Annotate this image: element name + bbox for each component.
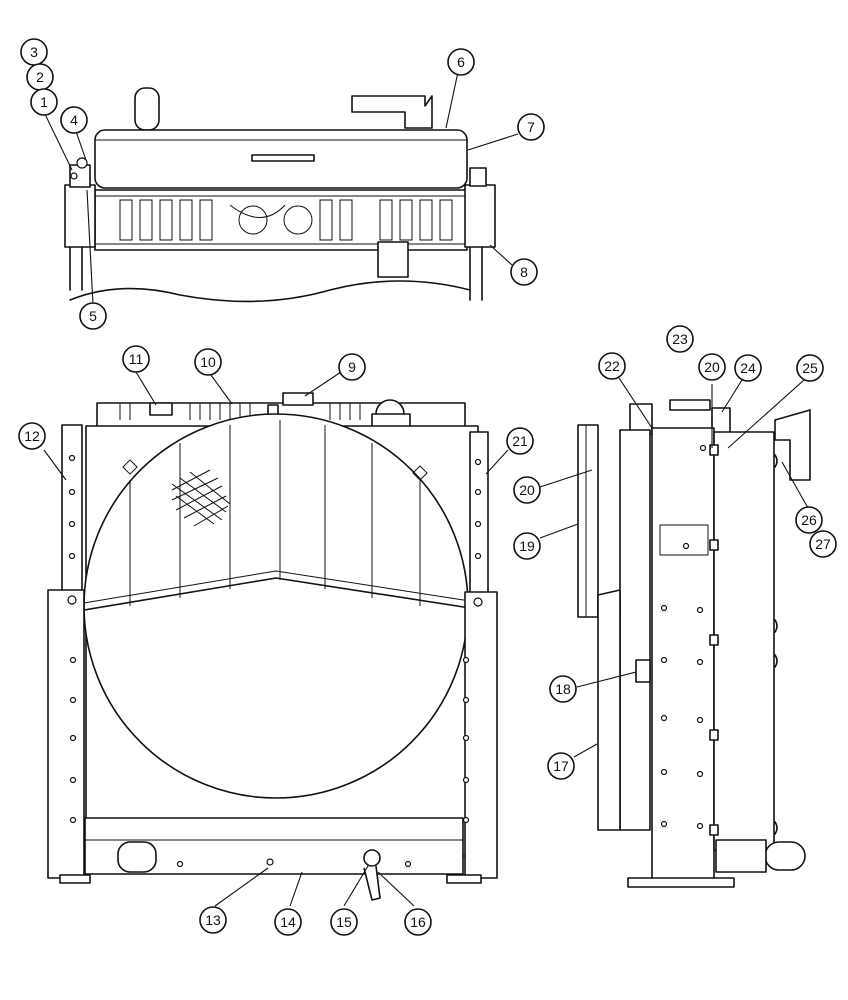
right-lower-rail xyxy=(464,591,498,879)
bottom-fitting xyxy=(266,858,274,866)
outlet-neck xyxy=(117,841,157,873)
svg-text:25: 25 xyxy=(802,360,818,376)
lower-shroud xyxy=(597,589,621,831)
side-fan-guard xyxy=(577,424,599,618)
radiator-core xyxy=(94,189,468,251)
callout-2: 2 xyxy=(26,63,54,91)
radiator-cap xyxy=(282,392,314,406)
side-cap xyxy=(669,399,711,411)
callout-18: 18 xyxy=(549,675,577,703)
svg-text:17: 17 xyxy=(553,758,569,774)
filler-neck xyxy=(134,87,160,131)
callout-21: 21 xyxy=(506,427,534,455)
right-upper-rail xyxy=(469,431,489,603)
svg-text:1: 1 xyxy=(40,94,48,110)
fitting xyxy=(76,157,88,169)
svg-text:4: 4 xyxy=(70,112,78,128)
core-fins xyxy=(119,199,453,241)
callout-1: 1 xyxy=(30,88,58,116)
break-line xyxy=(69,280,471,303)
left-bracket xyxy=(64,184,96,248)
side-core xyxy=(651,427,715,881)
callout-12: 12 xyxy=(18,422,46,450)
callout-14: 14 xyxy=(274,908,302,936)
mounting-block xyxy=(635,659,651,683)
leader-lines xyxy=(43,71,809,907)
callout-19: 19 xyxy=(513,532,541,560)
callout-9: 9 xyxy=(338,353,366,381)
svg-text:2: 2 xyxy=(36,69,44,85)
callout-3: 3 xyxy=(20,38,48,66)
callout-25: 25 xyxy=(796,354,824,382)
callout-16: 16 xyxy=(404,908,432,936)
level-sight-glass xyxy=(149,402,173,416)
callout-20-left: 20 xyxy=(513,476,541,504)
side-shroud xyxy=(619,429,651,831)
callout-10: 10 xyxy=(194,348,222,376)
callout-17: 17 xyxy=(547,752,575,780)
drain-valve xyxy=(363,849,381,867)
drain-handle xyxy=(363,865,381,901)
svg-text:10: 10 xyxy=(200,354,216,370)
left-lower-rail xyxy=(47,589,85,879)
callout-7: 7 xyxy=(517,113,545,141)
callout-8: 8 xyxy=(510,258,538,286)
svg-text:6: 6 xyxy=(457,54,465,70)
svg-text:21: 21 xyxy=(512,433,528,449)
fan-ring xyxy=(83,413,469,799)
svg-text:13: 13 xyxy=(205,912,221,928)
svg-text:12: 12 xyxy=(24,428,40,444)
svg-text:26: 26 xyxy=(801,512,817,528)
svg-text:5: 5 xyxy=(89,308,97,324)
svg-text:11: 11 xyxy=(129,351,144,367)
base-plate xyxy=(627,877,735,888)
svg-text:24: 24 xyxy=(740,360,756,376)
svg-text:23: 23 xyxy=(672,331,688,347)
svg-text:8: 8 xyxy=(520,264,528,280)
callout-15: 15 xyxy=(330,908,358,936)
right-bracket xyxy=(464,184,496,248)
svg-text:7: 7 xyxy=(527,119,535,135)
callout-27: 27 xyxy=(809,530,837,558)
svg-text:15: 15 xyxy=(336,914,352,930)
callout-11: 11 xyxy=(122,345,150,373)
left-upper-rail xyxy=(61,424,83,604)
front-view xyxy=(47,392,498,901)
callout-24: 24 xyxy=(734,354,762,382)
callout-4: 4 xyxy=(60,106,88,134)
side-duct xyxy=(774,409,811,481)
svg-text:19: 19 xyxy=(519,538,535,554)
callout-5: 5 xyxy=(79,302,107,330)
svg-text:18: 18 xyxy=(555,681,571,697)
callout-13: 13 xyxy=(199,906,227,934)
svg-text:27: 27 xyxy=(815,536,831,552)
svg-text:20: 20 xyxy=(704,359,720,375)
rail-bolts xyxy=(67,454,483,824)
svg-text:16: 16 xyxy=(410,914,426,930)
side-tank xyxy=(713,431,775,851)
svg-text:9: 9 xyxy=(348,359,356,375)
mesh-detail xyxy=(171,469,231,527)
svg-text:22: 22 xyxy=(604,358,620,374)
callout-22: 22 xyxy=(598,352,626,380)
top-tank-slot xyxy=(251,154,315,162)
callout-20-top: 20 xyxy=(698,353,726,381)
top-view xyxy=(64,87,496,303)
bottom-outlet xyxy=(377,241,409,278)
callout-6: 6 xyxy=(447,48,475,76)
svg-text:3: 3 xyxy=(30,44,38,60)
callout-26: 26 xyxy=(795,506,823,534)
svg-text:14: 14 xyxy=(280,914,296,930)
side-view xyxy=(577,399,811,888)
fan-guard xyxy=(83,420,471,611)
svg-text:20: 20 xyxy=(519,482,535,498)
air-duct xyxy=(351,95,433,129)
callout-23: 23 xyxy=(666,325,694,353)
side-outlet xyxy=(764,841,806,871)
side-bolts xyxy=(660,444,719,836)
